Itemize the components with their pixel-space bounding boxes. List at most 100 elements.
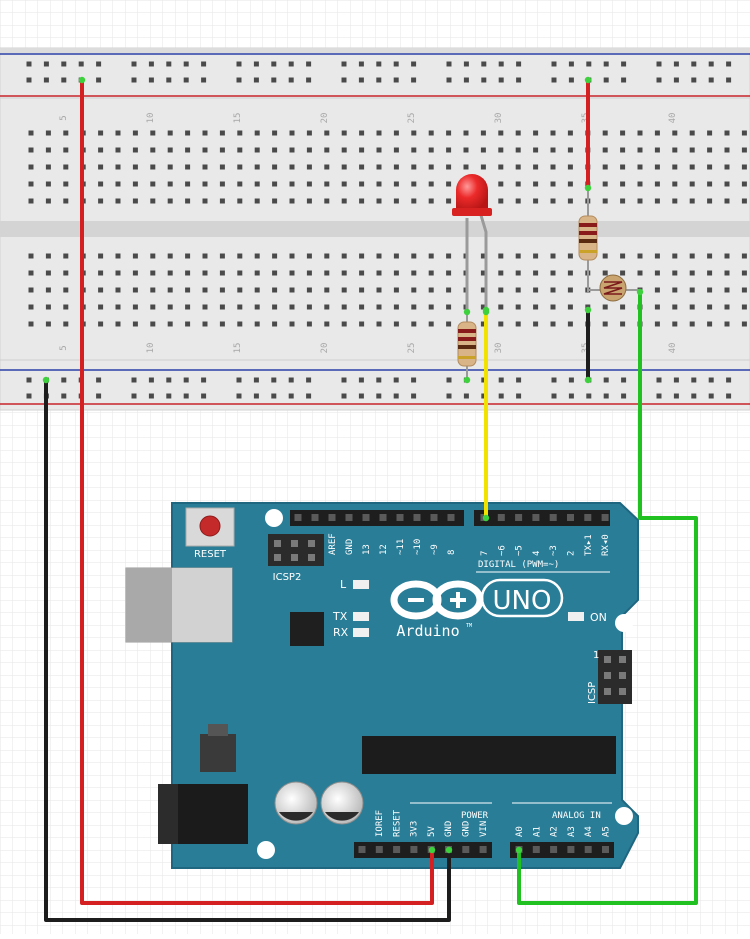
breadboard-hole[interactable] (724, 198, 730, 204)
breadboard-hole[interactable] (254, 147, 260, 153)
breadboard-hole[interactable] (446, 287, 452, 293)
rail-hole[interactable] (166, 393, 172, 399)
breadboard-hole[interactable] (515, 321, 521, 327)
breadboard-hole[interactable] (689, 147, 695, 153)
header-pin[interactable] (567, 514, 574, 521)
breadboard-hole[interactable] (411, 147, 417, 153)
breadboard-hole[interactable] (115, 287, 121, 293)
breadboard-hole[interactable] (498, 198, 504, 204)
breadboard-hole[interactable] (28, 253, 34, 259)
rail-hole[interactable] (96, 61, 102, 67)
breadboard-hole[interactable] (498, 130, 504, 136)
rail-hole[interactable] (288, 377, 294, 383)
breadboard-hole[interactable] (741, 130, 747, 136)
breadboard-hole[interactable] (306, 270, 312, 276)
rail-hole[interactable] (726, 77, 732, 83)
rail-hole[interactable] (131, 61, 137, 67)
rail-hole[interactable] (551, 77, 557, 83)
rail-hole[interactable] (603, 61, 609, 67)
rail-hole[interactable] (446, 377, 452, 383)
breadboard-hole[interactable] (533, 304, 539, 310)
breadboard-hole[interactable] (411, 287, 417, 293)
breadboard-hole[interactable] (219, 147, 225, 153)
breadboard-hole[interactable] (689, 198, 695, 204)
breadboard-hole[interactable] (689, 181, 695, 187)
breadboard-hole[interactable] (393, 253, 399, 259)
breadboard-hole[interactable] (202, 304, 208, 310)
breadboard-hole[interactable] (28, 198, 34, 204)
rail-hole[interactable] (481, 393, 487, 399)
breadboard-hole[interactable] (515, 198, 521, 204)
breadboard-hole[interactable] (707, 253, 713, 259)
breadboard-hole[interactable] (115, 304, 121, 310)
breadboard-hole[interactable] (98, 270, 104, 276)
breadboard-hole[interactable] (602, 304, 608, 310)
rail-hole[interactable] (96, 393, 102, 399)
breadboard-hole[interactable] (637, 253, 643, 259)
breadboard-hole[interactable] (707, 287, 713, 293)
breadboard-hole[interactable] (167, 321, 173, 327)
header-pin[interactable] (604, 672, 611, 679)
breadboard-hole[interactable] (550, 147, 556, 153)
rail-hole[interactable] (568, 393, 574, 399)
breadboard-hole[interactable] (98, 198, 104, 204)
breadboard-hole[interactable] (150, 147, 156, 153)
breadboard-hole[interactable] (289, 304, 295, 310)
breadboard-hole[interactable] (498, 321, 504, 327)
breadboard-hole[interactable] (98, 147, 104, 153)
breadboard-hole[interactable] (272, 164, 278, 170)
header-pin[interactable] (604, 688, 611, 695)
breadboard-hole[interactable] (498, 253, 504, 259)
breadboard-hole[interactable] (150, 287, 156, 293)
breadboard-hole[interactable] (63, 130, 69, 136)
rail-hole[interactable] (516, 61, 522, 67)
breadboard-hole[interactable] (741, 270, 747, 276)
rail-hole[interactable] (201, 393, 207, 399)
breadboard-hole[interactable] (167, 270, 173, 276)
rail-hole[interactable] (411, 377, 417, 383)
breadboard-hole[interactable] (741, 253, 747, 259)
breadboard-hole[interactable] (167, 253, 173, 259)
breadboard-hole[interactable] (45, 130, 51, 136)
rail-hole[interactable] (603, 77, 609, 83)
breadboard-hole[interactable] (550, 304, 556, 310)
header-pin[interactable] (619, 672, 626, 679)
breadboard-hole[interactable] (463, 130, 469, 136)
rail-hole[interactable] (393, 377, 399, 383)
breadboard-hole[interactable] (446, 270, 452, 276)
header-pin[interactable] (430, 514, 438, 521)
breadboard-hole[interactable] (376, 287, 382, 293)
breadboard-hole[interactable] (411, 270, 417, 276)
rail-hole[interactable] (201, 61, 207, 67)
breadboard-hole[interactable] (567, 164, 573, 170)
breadboard-hole[interactable] (254, 304, 260, 310)
breadboard-hole[interactable] (463, 164, 469, 170)
rail-hole[interactable] (516, 393, 522, 399)
rail-hole[interactable] (183, 377, 189, 383)
rail-hole[interactable] (726, 377, 732, 383)
breadboard-hole[interactable] (272, 287, 278, 293)
header-pin[interactable] (396, 514, 404, 521)
breadboard-hole[interactable] (533, 287, 539, 293)
breadboard-hole[interactable] (150, 270, 156, 276)
breadboard-hole[interactable] (428, 287, 434, 293)
breadboard-hole[interactable] (741, 198, 747, 204)
breadboard-hole[interactable] (550, 181, 556, 187)
breadboard-hole[interactable] (185, 304, 191, 310)
breadboard-hole[interactable] (150, 181, 156, 187)
rail-hole[interactable] (271, 77, 277, 83)
breadboard-hole[interactable] (324, 253, 330, 259)
breadboard-hole[interactable] (272, 181, 278, 187)
breadboard-hole[interactable] (237, 164, 243, 170)
breadboard-hole[interactable] (654, 164, 660, 170)
breadboard-hole[interactable] (289, 198, 295, 204)
breadboard-hole[interactable] (602, 181, 608, 187)
header-pin[interactable] (358, 846, 366, 853)
breadboard-hole[interactable] (550, 270, 556, 276)
header-pin[interactable] (462, 846, 470, 853)
rail-hole[interactable] (708, 393, 714, 399)
breadboard-hole[interactable] (567, 198, 573, 204)
breadboard-hole[interactable] (428, 164, 434, 170)
breadboard-hole[interactable] (359, 147, 365, 153)
breadboard-hole[interactable] (428, 321, 434, 327)
